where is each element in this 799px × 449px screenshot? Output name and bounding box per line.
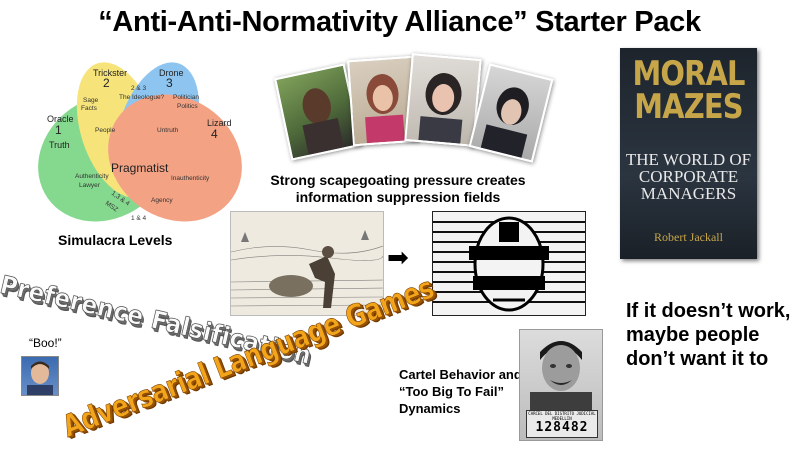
sage-label: Sage (83, 97, 99, 104)
person-silhouette-icon (27, 361, 53, 395)
lizard-ellipse (108, 94, 242, 222)
simulacra-venn-diagram: Trickster 2 Drone 3 Oracle 1 Truth Lizar… (38, 62, 242, 222)
person-silhouette-icon (365, 74, 405, 144)
authenticity-label: Authenticity (75, 173, 109, 180)
untruth-label: Untruth (157, 127, 179, 134)
mugshot-photo: CARCEL DEL DISTRITO JUDICIAL MEDELLIN 12… (519, 329, 603, 441)
oracle-number: 1 (55, 123, 62, 137)
venn-caption: Simulacra Levels (58, 232, 173, 248)
book-author: Robert Jackall (654, 230, 723, 244)
book-title-line-1: MORAL (632, 54, 745, 94)
boo-person-photo (21, 356, 59, 396)
politician-label: Politician (173, 94, 199, 101)
scapegoat-caption: Strong scapegoating pressure creates inf… (270, 172, 526, 205)
two-three-label: 2 & 3 (131, 85, 147, 92)
boo-caption: “Boo!” (29, 336, 62, 350)
person-silhouette-icon (302, 88, 344, 155)
censorship-woodcut (432, 211, 586, 316)
book-title-line-2: MAZES (634, 87, 743, 127)
placard-number: 128482 (535, 420, 589, 435)
facts-label: Facts (81, 105, 98, 112)
photo-3 (404, 53, 482, 147)
drone-number: 3 (166, 76, 173, 90)
one-four-label: 1 & 4 (131, 215, 147, 222)
lizard-label: Lizard (207, 118, 232, 128)
pragmatist-label: Pragmatist (111, 161, 169, 175)
cartel-caption: Cartel Behavior and “Too Big To Fail” Dy… (399, 367, 522, 416)
politics-label: Politics (177, 103, 198, 110)
person-silhouette-icon (418, 73, 463, 144)
oracle-label: Oracle (47, 114, 74, 124)
lawyer-label: Lawyer (79, 182, 101, 189)
right-arrow-icon: ➡ (387, 242, 409, 272)
mugshot-placard: CARCEL DEL DISTRITO JUDICIAL MEDELLIN 12… (526, 410, 598, 438)
man-shape (309, 256, 335, 308)
drone-label: Drone (159, 68, 184, 78)
photo-2 (347, 55, 419, 147)
photo-4 (468, 63, 554, 163)
agency-label: Agency (151, 197, 173, 204)
trickster-label: Trickster (93, 68, 127, 78)
moral-mazes-book-cover: MORAL MAZES THE WORLD OF CORPORATE MANAG… (620, 48, 757, 259)
truth-label: Truth (49, 140, 70, 150)
page-title: “Anti-Anti-Normativity Alliance” Starter… (98, 6, 701, 38)
person-silhouette-icon (480, 87, 529, 158)
trickster-number: 2 (103, 76, 110, 90)
book-subtitle: THE WORLD OF CORPORATE MANAGERS (625, 150, 752, 203)
lizard-number: 4 (211, 127, 218, 141)
placard-city: MEDELLIN (552, 416, 572, 421)
closing-text: If it doesn’t work, maybe people don’t w… (626, 300, 791, 370)
people-label: People (95, 127, 116, 134)
gag-shape (473, 276, 545, 290)
photo-1 (274, 63, 362, 161)
inauthenticity-label: Inauthenticity (171, 175, 210, 182)
scapegoat-engraving (230, 211, 384, 316)
placard-dept: CARCEL DEL DISTRITO JUDICIAL (528, 411, 596, 416)
goat-shape (269, 275, 313, 297)
ideologue-label: The Ideologue? (119, 94, 165, 101)
blindfold-shape (469, 246, 549, 260)
